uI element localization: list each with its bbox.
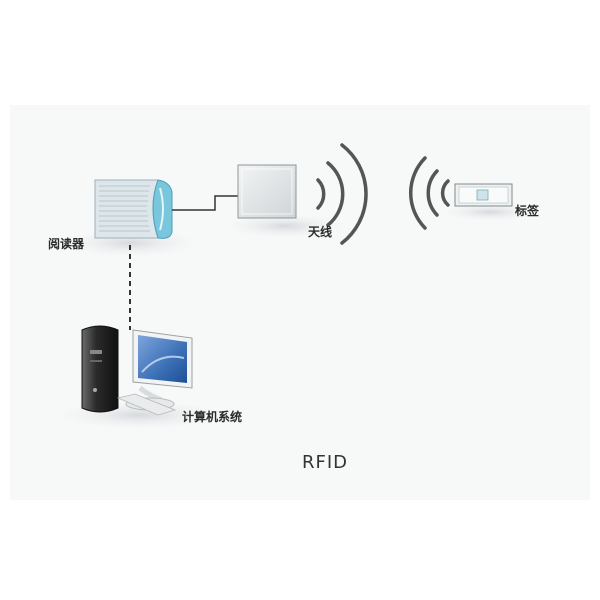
antenna-label: 天线: [308, 225, 333, 239]
rfid-tag-icon: [454, 183, 513, 207]
tag-shadow: [442, 203, 538, 221]
tag-radio-waves: [408, 156, 450, 230]
antenna-radio-waves: [316, 143, 368, 245]
diagram-background: [10, 105, 590, 500]
antenna-panel-icon: [237, 164, 297, 219]
reader-antenna-cable: [172, 195, 238, 211]
diagram-caption: RFID: [302, 452, 349, 473]
reader-label: 阅读器: [48, 237, 85, 251]
desktop-computer-icon: [81, 325, 193, 416]
computer-label: 计算机系统: [182, 410, 243, 424]
tag-label: 标签: [515, 204, 540, 218]
reader-device-icon: [94, 179, 173, 239]
antenna-shadow: [225, 214, 345, 238]
